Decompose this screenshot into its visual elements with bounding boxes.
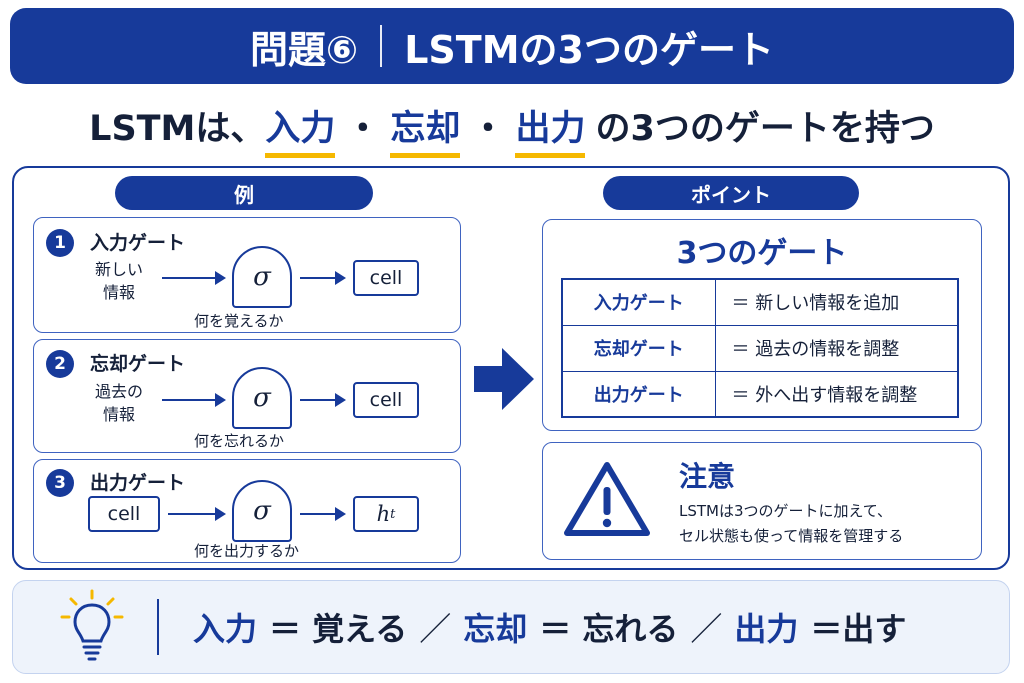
arrow-icon [300,271,346,285]
gate-name: 出力ゲート [561,370,716,418]
problem-number: 問題⑥ [250,27,359,72]
summary-divider [157,599,159,655]
arrow-icon [168,507,226,521]
point-label: ポイント [603,176,859,210]
arrow-icon [300,393,346,407]
table-row: 忘却ゲート ＝ 過去の情報を調整 [561,324,959,372]
sigma-gate: σ [232,246,292,308]
input-line: 情報 [102,405,135,424]
step-number: 1 [46,229,74,257]
caution-box: 注意 LSTMは3つのゲートに加えて、 セル状態も使って情報を管理する [542,442,982,560]
keyword-input: 入力 [265,100,336,158]
cell-box: cell [88,496,160,532]
sigma-gate: σ [232,480,292,542]
sigma-gate: σ [232,367,292,429]
table-row: 出力ゲート ＝ 外へ出す情報を調整 [561,370,959,418]
gate-title: 入力ゲート [90,232,186,254]
summary-bar: 入力 ＝ 覚える ／ 忘却 ＝ 忘れる ／ 出力 ＝出す [12,580,1010,674]
summary-keyword: 出力 [734,610,799,648]
arrow-icon [300,507,346,521]
forget-gate-box: 2 忘却ゲート 過去の 情報 σ cell 何を忘れるか [33,339,461,453]
input-line: 過去の [94,382,143,401]
subtitle: LSTMは、 入力 ・ 忘却 ・ 出力 の3つのゲートを持つ [0,100,1024,160]
caution-title: 注意 [679,460,736,493]
gate-title: 忘却ゲート [90,353,186,375]
summary-meaning: ＝ 忘れる [539,610,679,648]
lightbulb-icon [60,589,124,661]
example-label: 例 [115,176,373,210]
summary-slash: ／ [690,610,723,648]
page-title: LSTMの3つのゲート [404,27,774,72]
gate-title: 出力ゲート [90,472,186,494]
summary-meaning: ＝ 覚える [269,610,408,648]
summary-keyword: 入力 [193,610,258,648]
input-gate-box: 1 入力ゲート 新しい 情報 σ cell 何を覚えるか [33,217,461,333]
separator-dot: ・ [345,109,381,149]
summary-text: 入力 ＝ 覚える ／ 忘却 ＝ 忘れる ／ 出力 ＝出す [193,581,906,673]
gate-input-label: 過去の 情報 [80,380,158,426]
gate-desc: ＝ 新しい情報を追加 [714,278,959,326]
cell-box: cell [353,260,419,296]
point-title: 3つのゲート [676,236,848,271]
summary-meaning: ＝出す [810,610,907,648]
table-row: 入力ゲート ＝ 新しい情報を追加 [561,278,959,326]
input-line: 情報 [102,283,135,302]
arrow-icon [162,393,226,407]
header-banner: 問題⑥ LSTMの3つのゲート [10,8,1014,84]
caution-text: LSTMは3つのゲートに加えて、 セル状態も使って情報を管理する [679,499,903,549]
arrow-icon [162,271,226,285]
separator-dot: ・ [470,109,506,149]
cell-box: cell [353,382,419,418]
gate-table: 入力ゲート ＝ 新しい情報を追加 忘却ゲート ＝ 過去の情報を調整 出力ゲート … [561,278,959,418]
summary-slash: ／ [419,610,452,648]
gate-caption: 何を出力するか [194,542,300,560]
step-number: 2 [46,350,74,378]
caution-line: セル状態も使って情報を管理する [679,527,904,545]
gate-name: 忘却ゲート [561,324,716,372]
gate-desc: ＝ 過去の情報を調整 [714,324,959,372]
hidden-state-symbol: h [376,502,391,526]
step-number: 3 [46,469,74,497]
warning-icon [564,462,650,536]
keyword-output: 出力 [515,100,586,158]
summary-keyword: 忘却 [463,610,528,648]
big-arrow-icon [474,348,534,410]
header-divider [380,25,383,67]
gate-desc: ＝ 外へ出す情報を調整 [714,370,959,418]
input-line: 新しい [94,260,143,279]
gate-caption: 何を忘れるか [194,432,285,450]
hidden-state-subscript: t [390,506,396,522]
gate-name: 入力ゲート [561,278,716,326]
point-box: 3つのゲート 入力ゲート ＝ 新しい情報を追加 忘却ゲート ＝ 過去の情報を調整… [542,219,982,431]
subtitle-prefix: LSTMは、 [89,109,266,149]
subtitle-suffix: の3つのゲートを持つ [595,109,935,149]
caution-line: LSTMは3つのゲートに加えて、 [679,502,893,520]
gate-caption: 何を覚えるか [194,312,284,330]
gate-input-label: 新しい 情報 [80,258,158,304]
keyword-forget: 忘却 [390,100,461,158]
